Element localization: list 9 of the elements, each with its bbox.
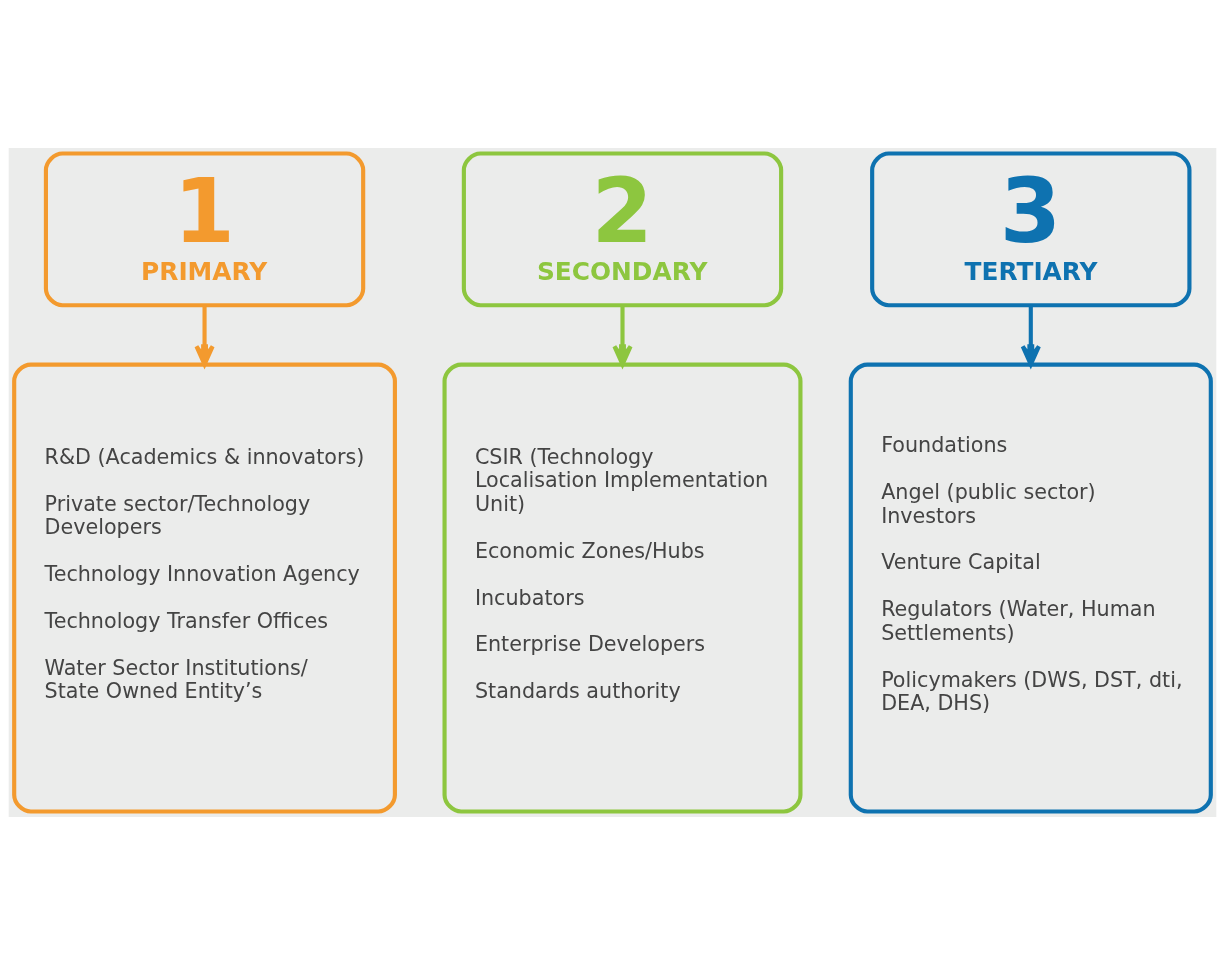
arrow [612, 305, 633, 367]
node-box: 1 PRIMARY [43, 151, 366, 308]
node-box: 2 SECONDARY [461, 151, 784, 308]
node-box: 3 TERTIARY [870, 151, 1192, 308]
node-box: Foundations Angel (public sector) Investors Venture Capital Regulators (Water, Human Settlements) Policymakers (DWS, DST, dti, DEA, DHS) [848, 362, 1213, 814]
arrow [194, 305, 215, 367]
arrow [1020, 305, 1041, 367]
node-box: R&D (Academics & innovators) Private sector/Technology Developers Technology Innovation Agency Technology Transfer Offices Water Sector Institutions/ State Owned Entity’s [12, 362, 397, 814]
node-box: CSIR (Technology Localisation Implementation Unit) Economic Zones/Hubs Incubators Enterprise Developers Standards authority [442, 362, 803, 814]
